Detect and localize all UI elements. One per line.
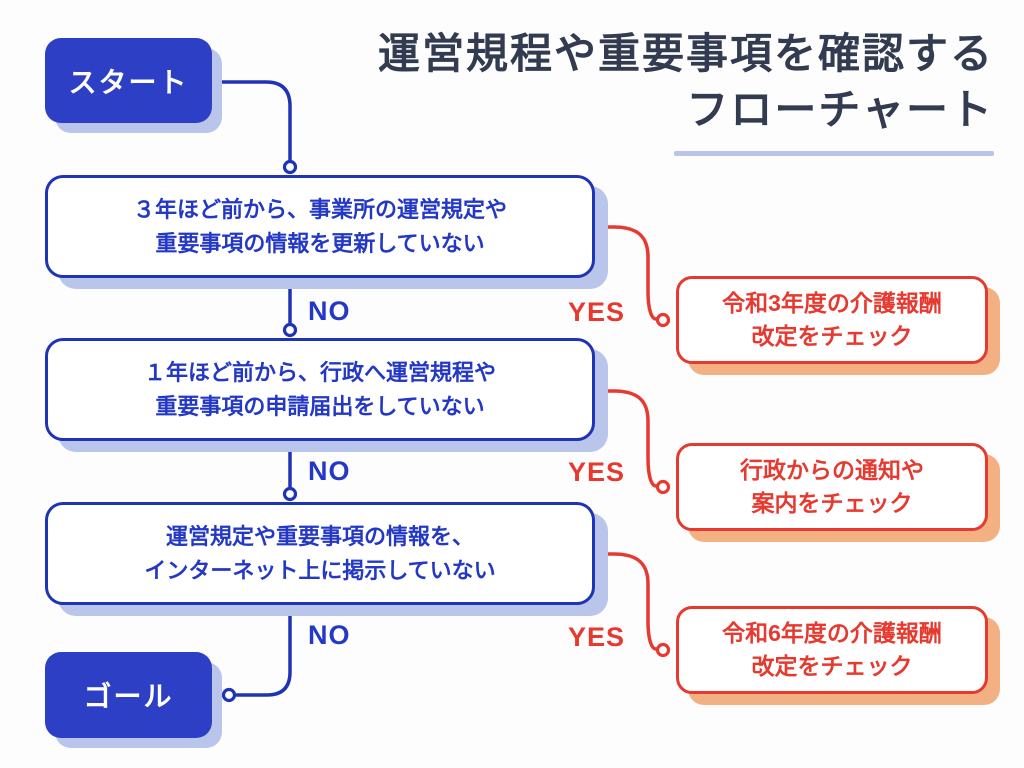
no-label-1: NO: [308, 296, 351, 326]
page-title: 運営規程や重要事項を確認する フローチャート: [378, 26, 994, 156]
yes-label-2: YES: [568, 457, 626, 487]
decision-line: １年ほど前から、行政へ運営規程や: [143, 359, 496, 385]
decision-line: 重要事項の情報を更新していない: [155, 230, 485, 256]
start-node: スタート: [45, 38, 212, 123]
connector-endpoint-dot: [282, 322, 298, 338]
result-line: 令和6年度の介護報酬: [722, 620, 942, 646]
decision-node-1: ３年ほど前から、事業所の運営規定や 重要事項の情報を更新していない: [45, 175, 595, 278]
decision-line: 重要事項の申請届出をしていない: [155, 393, 485, 419]
result-node-2: 行政からの通知や 案内をチェック: [676, 443, 988, 531]
result-line: 改定をチェック: [751, 323, 913, 349]
result-line: 案内をチェック: [751, 490, 913, 516]
connector-endpoint-dot: [221, 687, 237, 703]
result-node-3: 令和6年度の介護報酬 改定をチェック: [676, 606, 988, 694]
no-label-2: NO: [308, 456, 351, 486]
start-node-label: スタート: [68, 66, 189, 98]
goal-node: ゴール: [45, 652, 212, 738]
result-line: 行政からの通知や: [740, 457, 924, 483]
connector-q3-to-goal: [235, 602, 292, 697]
connector-q3-to-result3: [593, 552, 658, 651]
decision-line: インターネット上に掲示していない: [144, 557, 496, 583]
result-line: 令和3年度の介護報酬: [722, 290, 942, 316]
result-line: 改定をチェック: [751, 653, 913, 679]
connector-endpoint-dot: [655, 312, 671, 328]
yes-label-3: YES: [568, 622, 626, 652]
connector-endpoint-dot: [655, 642, 671, 658]
connector-start-to-q1: [210, 80, 292, 162]
connector-endpoint-dot: [282, 486, 298, 502]
page-title-line1: 運営規程や重要事項を確認する: [377, 30, 994, 77]
connector-endpoint-dot: [282, 159, 298, 175]
connector-endpoint-dot: [655, 479, 671, 495]
decision-node-3: 運営規定や重要事項の情報を、 インターネット上に掲示していない: [45, 502, 595, 605]
decision-node-2: １年ほど前から、行政へ運営規程や 重要事項の申請届出をしていない: [45, 338, 595, 441]
goal-node-label: ゴール: [83, 681, 174, 712]
decision-line: 運営規定や重要事項の情報を、: [165, 523, 474, 549]
page-title-line2: フローチャート: [686, 86, 994, 133]
title-underline: [674, 151, 994, 156]
yes-label-1: YES: [568, 297, 626, 327]
result-node-1: 令和3年度の介護報酬 改定をチェック: [676, 276, 988, 364]
connector-q2-to-result2: [593, 389, 658, 488]
decision-line: ３年ほど前から、事業所の運営規定や: [132, 196, 507, 222]
connector-q1-to-result1: [593, 225, 658, 321]
no-label-3: NO: [308, 620, 351, 650]
